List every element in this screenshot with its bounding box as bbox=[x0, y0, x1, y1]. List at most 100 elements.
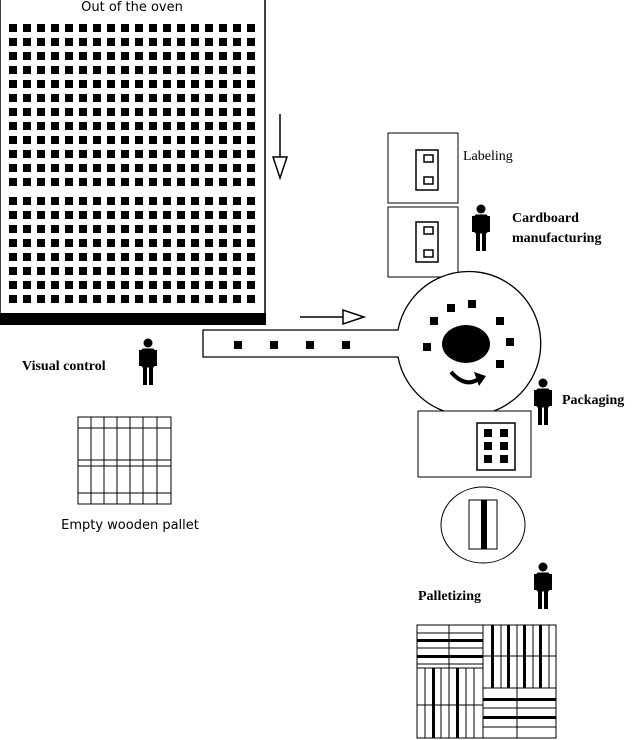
oven-product bbox=[107, 52, 115, 60]
oven-product bbox=[51, 94, 59, 102]
oven-product bbox=[247, 267, 255, 275]
oven-product bbox=[191, 108, 199, 116]
oven-product bbox=[233, 94, 241, 102]
person-icon bbox=[534, 378, 552, 425]
oven-product bbox=[121, 80, 129, 88]
oven-product bbox=[247, 253, 255, 261]
oven-product bbox=[191, 80, 199, 88]
oven-product bbox=[65, 94, 73, 102]
oven-product bbox=[205, 94, 213, 102]
oven-product bbox=[79, 150, 87, 158]
oven-product bbox=[51, 38, 59, 46]
oven-product bbox=[135, 38, 143, 46]
oven-product bbox=[9, 295, 17, 303]
oven-product bbox=[37, 253, 45, 261]
oven-product bbox=[9, 178, 17, 186]
oven-product bbox=[107, 253, 115, 261]
oven-product bbox=[149, 24, 157, 32]
oven-product bbox=[219, 108, 227, 116]
oven-product bbox=[37, 136, 45, 144]
oven-product bbox=[233, 253, 241, 261]
oven-product bbox=[107, 108, 115, 116]
oven-product bbox=[247, 38, 255, 46]
oven-product bbox=[65, 267, 73, 275]
oven-product bbox=[135, 295, 143, 303]
oven-product bbox=[51, 267, 59, 275]
oven-product bbox=[177, 122, 185, 130]
oven-product bbox=[163, 295, 171, 303]
oven-product bbox=[135, 80, 143, 88]
oven-product bbox=[191, 239, 199, 247]
oven-product bbox=[65, 24, 73, 32]
oven-product bbox=[65, 225, 73, 233]
oven-product bbox=[23, 211, 31, 219]
oven-product bbox=[163, 66, 171, 74]
down-arrow-icon bbox=[271, 114, 289, 181]
oven-product bbox=[233, 80, 241, 88]
right-arrow-icon bbox=[300, 308, 367, 326]
oven-product bbox=[23, 150, 31, 158]
oven-product bbox=[107, 80, 115, 88]
oven-product bbox=[247, 94, 255, 102]
oven-product bbox=[65, 38, 73, 46]
oven-product bbox=[79, 253, 87, 261]
oven-product bbox=[121, 197, 129, 205]
oven-product bbox=[79, 136, 87, 144]
oven-product bbox=[163, 38, 171, 46]
oven-product bbox=[219, 295, 227, 303]
oven-product bbox=[65, 253, 73, 261]
oven-product bbox=[191, 225, 199, 233]
oven-product bbox=[163, 178, 171, 186]
oven-product bbox=[65, 164, 73, 172]
oven-product bbox=[37, 211, 45, 219]
oven-product bbox=[23, 136, 31, 144]
oven-product bbox=[149, 38, 157, 46]
oven-product bbox=[191, 24, 199, 32]
labeling-label: Labeling bbox=[463, 149, 513, 164]
oven-product bbox=[191, 52, 199, 60]
oven-product bbox=[51, 211, 59, 219]
oven-product bbox=[149, 211, 157, 219]
oven-product bbox=[121, 94, 129, 102]
oven-product bbox=[65, 281, 73, 289]
oven-product bbox=[205, 253, 213, 261]
oven-product bbox=[9, 164, 17, 172]
oven-product bbox=[65, 52, 73, 60]
oven-product bbox=[93, 239, 101, 247]
oven-product bbox=[23, 239, 31, 247]
oven-product bbox=[233, 239, 241, 247]
oven-product bbox=[135, 178, 143, 186]
oven-product bbox=[247, 80, 255, 88]
oven-product bbox=[51, 281, 59, 289]
oven-product bbox=[93, 80, 101, 88]
oven-product bbox=[247, 122, 255, 130]
oven-product bbox=[121, 52, 129, 60]
oven-product bbox=[51, 295, 59, 303]
oven-product bbox=[191, 253, 199, 261]
oven-product bbox=[233, 281, 241, 289]
oven-product bbox=[23, 94, 31, 102]
oven-product bbox=[163, 239, 171, 247]
oven-product bbox=[51, 80, 59, 88]
oven-product bbox=[247, 164, 255, 172]
oven-product bbox=[205, 122, 213, 130]
oven-product bbox=[9, 136, 17, 144]
oven-product bbox=[79, 38, 87, 46]
oven-product bbox=[9, 122, 17, 130]
oven-product bbox=[219, 66, 227, 74]
oven-product bbox=[23, 66, 31, 74]
oven-product bbox=[121, 122, 129, 130]
oven-product bbox=[163, 122, 171, 130]
oven-product bbox=[135, 94, 143, 102]
cardboard-machine bbox=[387, 206, 459, 278]
oven-product bbox=[93, 136, 101, 144]
oven-product bbox=[23, 108, 31, 116]
oven-product bbox=[121, 211, 129, 219]
oven-product bbox=[163, 281, 171, 289]
oven-product bbox=[191, 211, 199, 219]
oven-product bbox=[65, 178, 73, 186]
oven-product bbox=[205, 164, 213, 172]
oven-product bbox=[93, 295, 101, 303]
empty-pallet-label: Empty wooden pallet bbox=[61, 518, 199, 533]
curved-arrow-icon bbox=[449, 370, 486, 386]
